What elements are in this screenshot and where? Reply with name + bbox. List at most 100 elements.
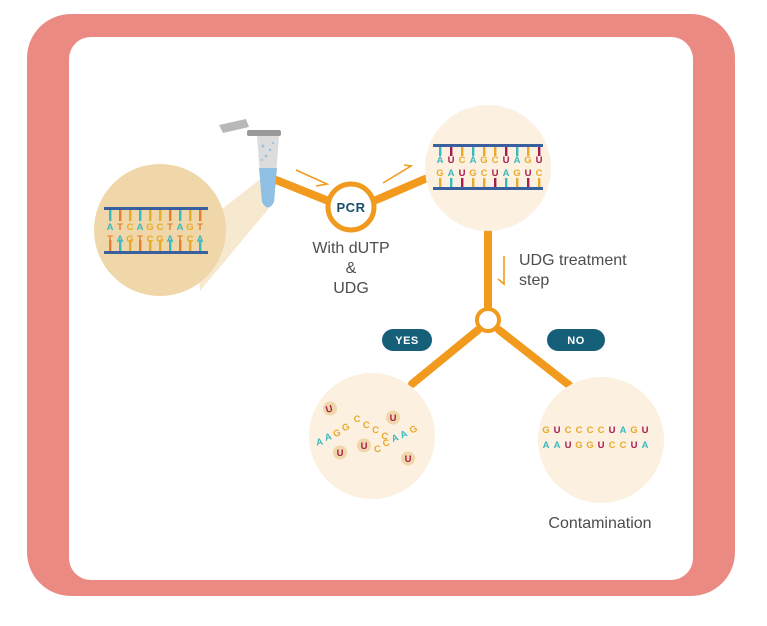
product-bottom-base: U	[459, 168, 466, 179]
product-top-tick	[461, 147, 464, 156]
contamination-bottom-base: G	[586, 440, 593, 451]
pcr-condition-line-3: UDG	[333, 280, 369, 297]
product-bottom-base: A	[448, 168, 455, 179]
template-bottom-tick	[129, 240, 132, 251]
template-top-base: A	[177, 222, 184, 233]
template-bottom-tick	[179, 240, 182, 251]
template-bottom-tick	[149, 240, 152, 251]
product-bottom-tick	[483, 178, 486, 187]
contamination-bottom-base: G	[575, 440, 582, 451]
no-label: NO	[567, 335, 585, 347]
contamination-top-base: G	[630, 425, 637, 436]
product-top-base: C	[459, 155, 466, 166]
template-bottom-base: C	[187, 234, 194, 245]
yes-label: YES	[395, 335, 419, 347]
template-bottom-base: T	[137, 234, 143, 245]
contamination-top-base: C	[598, 425, 605, 436]
template-bottom-tick	[119, 240, 122, 251]
arrow-down-icon	[497, 256, 505, 286]
tube-lid-icon	[219, 119, 249, 133]
template-bottom-base: A	[197, 234, 204, 245]
template-bottom-base: C	[147, 234, 154, 245]
free-nucleotide: A	[399, 428, 410, 441]
direction-arrows	[295, 164, 505, 286]
contamination-top-base: C	[565, 425, 572, 436]
product-top-tick	[472, 147, 475, 156]
base-pair-ticks	[109, 147, 541, 251]
product-bottom-tick	[439, 178, 442, 187]
degraded-product-bubble	[309, 373, 435, 499]
contamination-bottom-base: U	[598, 440, 605, 451]
product-top-tick	[516, 147, 519, 156]
product-bottom-tick	[527, 178, 530, 187]
contamination-top-base: U	[609, 425, 616, 436]
product-bottom-base: G	[469, 168, 476, 179]
free-nucleotide: U	[361, 441, 368, 452]
contamination-bubble	[538, 377, 664, 503]
contamination-top-base: C	[576, 425, 583, 436]
template-bottom-base: G	[156, 234, 163, 245]
template-bottom-base: T	[107, 234, 113, 245]
template-bottom-tick	[199, 240, 202, 251]
udg-step-line-1: UDG treatment	[519, 252, 627, 269]
free-nucleotide: C	[380, 430, 390, 442]
product-top-base: G	[480, 155, 487, 166]
tube-rim-icon	[247, 130, 281, 136]
product-bottom-tick	[538, 178, 541, 187]
free-nucleotide: C	[362, 420, 370, 432]
free-nucleotide: U	[325, 403, 335, 415]
free-nucleotide: C	[382, 437, 392, 449]
flow-line-split-to-no	[495, 326, 573, 389]
template-bottom-base: G	[126, 234, 133, 245]
template-bottom-tick	[169, 240, 172, 251]
product-top-tick	[439, 147, 442, 156]
product-top-base: C	[492, 155, 499, 166]
pcr-condition-line-1: With dUTP	[312, 240, 389, 257]
uracil-highlight	[386, 410, 400, 425]
template-top-tick	[199, 210, 202, 221]
contamination-bottom-base: A	[554, 440, 561, 451]
free-nucleotide: A	[315, 437, 324, 449]
contamination-top-base: U	[642, 425, 649, 436]
yes-pill	[382, 329, 432, 351]
template-top-tick	[119, 210, 122, 221]
template-bottom-tick	[159, 240, 162, 251]
free-nucleotide: U	[405, 454, 412, 465]
pcr-product-bubble	[425, 105, 551, 231]
product-top-base: G	[524, 155, 531, 166]
template-bottom-base: A	[167, 234, 174, 245]
free-nucleotide: C	[371, 425, 380, 437]
template-bottom-tick	[139, 240, 142, 251]
free-nucleotide: G	[332, 427, 343, 440]
contamination-top-base: U	[554, 425, 561, 436]
contamination-bottom-base: A	[642, 440, 649, 451]
uracil-highlight	[323, 401, 337, 416]
template-top-tick	[179, 210, 182, 221]
free-nucleotide: G	[408, 423, 420, 436]
template-top-base: A	[107, 222, 114, 233]
free-nucleotide: U	[337, 448, 344, 459]
contamination-bottom-base: C	[620, 440, 627, 451]
contamination-top-base: C	[587, 425, 594, 436]
product-strand-top	[433, 144, 543, 147]
product-top-tick	[538, 147, 541, 156]
contamination-top-base: G	[542, 425, 549, 436]
template-bottom-base: T	[177, 234, 183, 245]
product-top-base: U	[503, 155, 510, 166]
arrow-to-product-icon	[382, 164, 414, 184]
uracil-highlight	[401, 451, 415, 466]
template-top-base: A	[137, 222, 144, 233]
no-pill	[547, 329, 605, 351]
product-top-tick	[483, 147, 486, 156]
template-bottom-tick	[189, 240, 192, 251]
tube-liquid-icon	[259, 168, 277, 208]
product-top-base: U	[448, 155, 455, 166]
product-top-base: U	[536, 155, 543, 166]
product-top-tick	[527, 147, 530, 156]
free-nucleotide: A	[390, 432, 400, 445]
product-top-base: A	[470, 155, 477, 166]
product-strand-bottom	[433, 187, 543, 190]
template-top-tick	[169, 210, 172, 221]
